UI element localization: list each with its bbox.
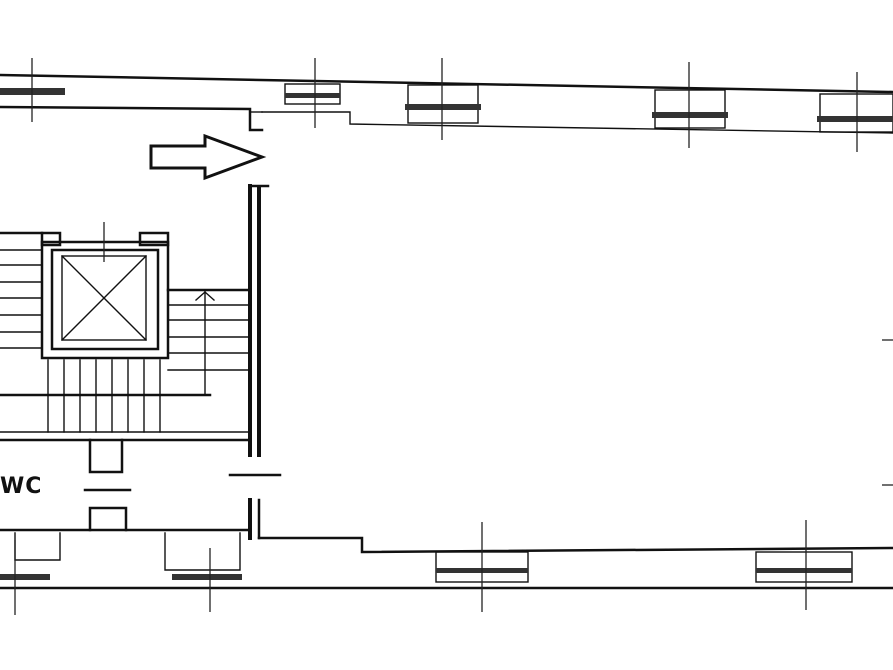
bottom-window-4: [755, 520, 853, 610]
bottom-window-2: [172, 548, 242, 612]
top-window-5: [817, 72, 893, 152]
bottom-wall: [0, 528, 893, 590]
top-window-2: [284, 58, 341, 128]
room-label-wc: WC: [0, 474, 42, 499]
top-window-3: [405, 58, 481, 140]
staircase-icon: [0, 231, 252, 474]
entrance-arrow-icon: [149, 133, 267, 181]
bottom-window-1: [0, 540, 50, 615]
top-window-4: [652, 62, 728, 148]
wc-room: WC: [0, 474, 132, 532]
core-partition-wall: [228, 184, 282, 540]
right-edge-marks: [882, 339, 893, 486]
top-window-1: [0, 58, 65, 122]
bottom-window-3: [435, 522, 529, 612]
top-wall: [0, 73, 893, 134]
elevator-shaft-icon: [40, 222, 170, 360]
